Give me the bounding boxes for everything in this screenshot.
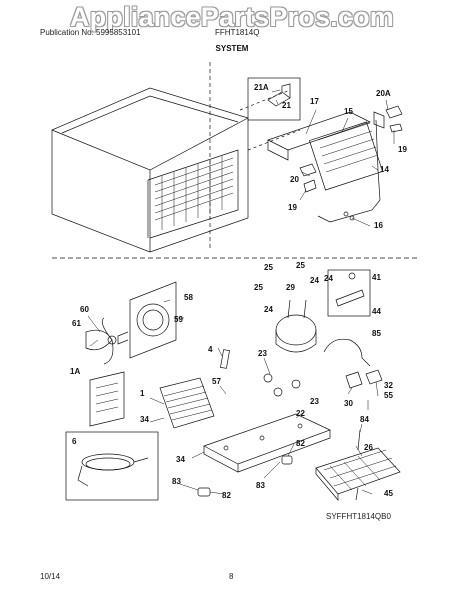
callout-34-b: 34 (176, 455, 185, 464)
callout-34: 34 (140, 415, 149, 424)
publication-number: Publication No: 5995853101 (40, 28, 141, 37)
page-number: 8 (229, 572, 234, 581)
callout-83-b: 83 (256, 481, 265, 490)
callout-24-b: 24 (324, 274, 333, 283)
detail-box-21a (247, 77, 301, 121)
footer-date: 10/14 (40, 572, 61, 581)
wiring-cover-drawing (89, 371, 125, 427)
small-parts-drawing (197, 349, 359, 501)
callout-44: 44 (372, 307, 381, 316)
callout-85: 85 (372, 329, 381, 338)
callout-82-b: 82 (222, 491, 231, 500)
callout-60: 60 (80, 305, 89, 314)
compressor-base-drawing (203, 413, 331, 473)
callout-21: 21 (282, 101, 291, 110)
callout-29: 29 (286, 283, 295, 292)
callout-57: 57 (212, 377, 221, 386)
tube-85-drawing (323, 338, 371, 367)
section-title: SYSTEM (215, 44, 249, 53)
callout-21a: 21A (254, 83, 269, 92)
callout-23-b: 23 (310, 397, 319, 406)
compressor-drawing (263, 299, 317, 397)
callout-32: 32 (384, 381, 393, 390)
callout-25-a: 25 (264, 263, 273, 272)
callout-59: 59 (174, 315, 183, 324)
callout-45: 45 (384, 489, 393, 498)
callout-23-a: 23 (258, 349, 267, 358)
callout-61: 61 (72, 319, 81, 328)
power-cord-box (65, 431, 159, 501)
condenser-coil-drawing (159, 377, 215, 429)
callout-20: 20 (290, 175, 299, 184)
callout-15: 15 (344, 107, 353, 116)
callout-4: 4 (208, 345, 213, 354)
callout-1a: 1A (70, 367, 80, 376)
callout-24-a: 24 (310, 276, 319, 285)
callout-25-b: 25 (296, 261, 305, 270)
callout-19-top: 19 (398, 145, 407, 154)
callout-24-c: 24 (264, 305, 273, 314)
callout-19-bottom: 19 (288, 203, 297, 212)
callout-84: 84 (360, 415, 369, 424)
callout-1: 1 (140, 389, 145, 398)
callout-14: 14 (380, 165, 389, 174)
drain-pan-drawing (315, 429, 401, 501)
diagram-code: SYFFHT1814QB0 (326, 512, 391, 521)
callout-41: 41 (372, 273, 381, 282)
callout-26: 26 (364, 443, 373, 452)
callout-16: 16 (374, 221, 383, 230)
callout-6: 6 (72, 437, 77, 446)
callout-30: 30 (344, 399, 353, 408)
callout-22: 22 (296, 409, 305, 418)
condenser-fan-drawing (85, 281, 177, 365)
callout-55: 55 (384, 391, 393, 400)
callout-83-a: 83 (172, 477, 181, 486)
site-watermark: AppliancePartsPros.com (69, 2, 394, 32)
model-number: FFHT1814Q (215, 28, 260, 37)
callout-25-c: 25 (254, 283, 263, 292)
relay-bracket-drawing (327, 269, 371, 317)
evaporator-coil-drawing (267, 105, 403, 223)
callout-labels: 21A 21 17 15 20A 19 14 20 19 16 25 25 24… (70, 83, 407, 500)
callout-82-a: 82 (296, 439, 305, 448)
callout-58: 58 (184, 293, 193, 302)
callout-20a: 20A (376, 89, 391, 98)
freezer-cabinet-drawing (51, 62, 301, 253)
relay-overload-drawing (345, 369, 383, 389)
leader-lines (87, 89, 395, 495)
callout-17: 17 (310, 97, 319, 106)
